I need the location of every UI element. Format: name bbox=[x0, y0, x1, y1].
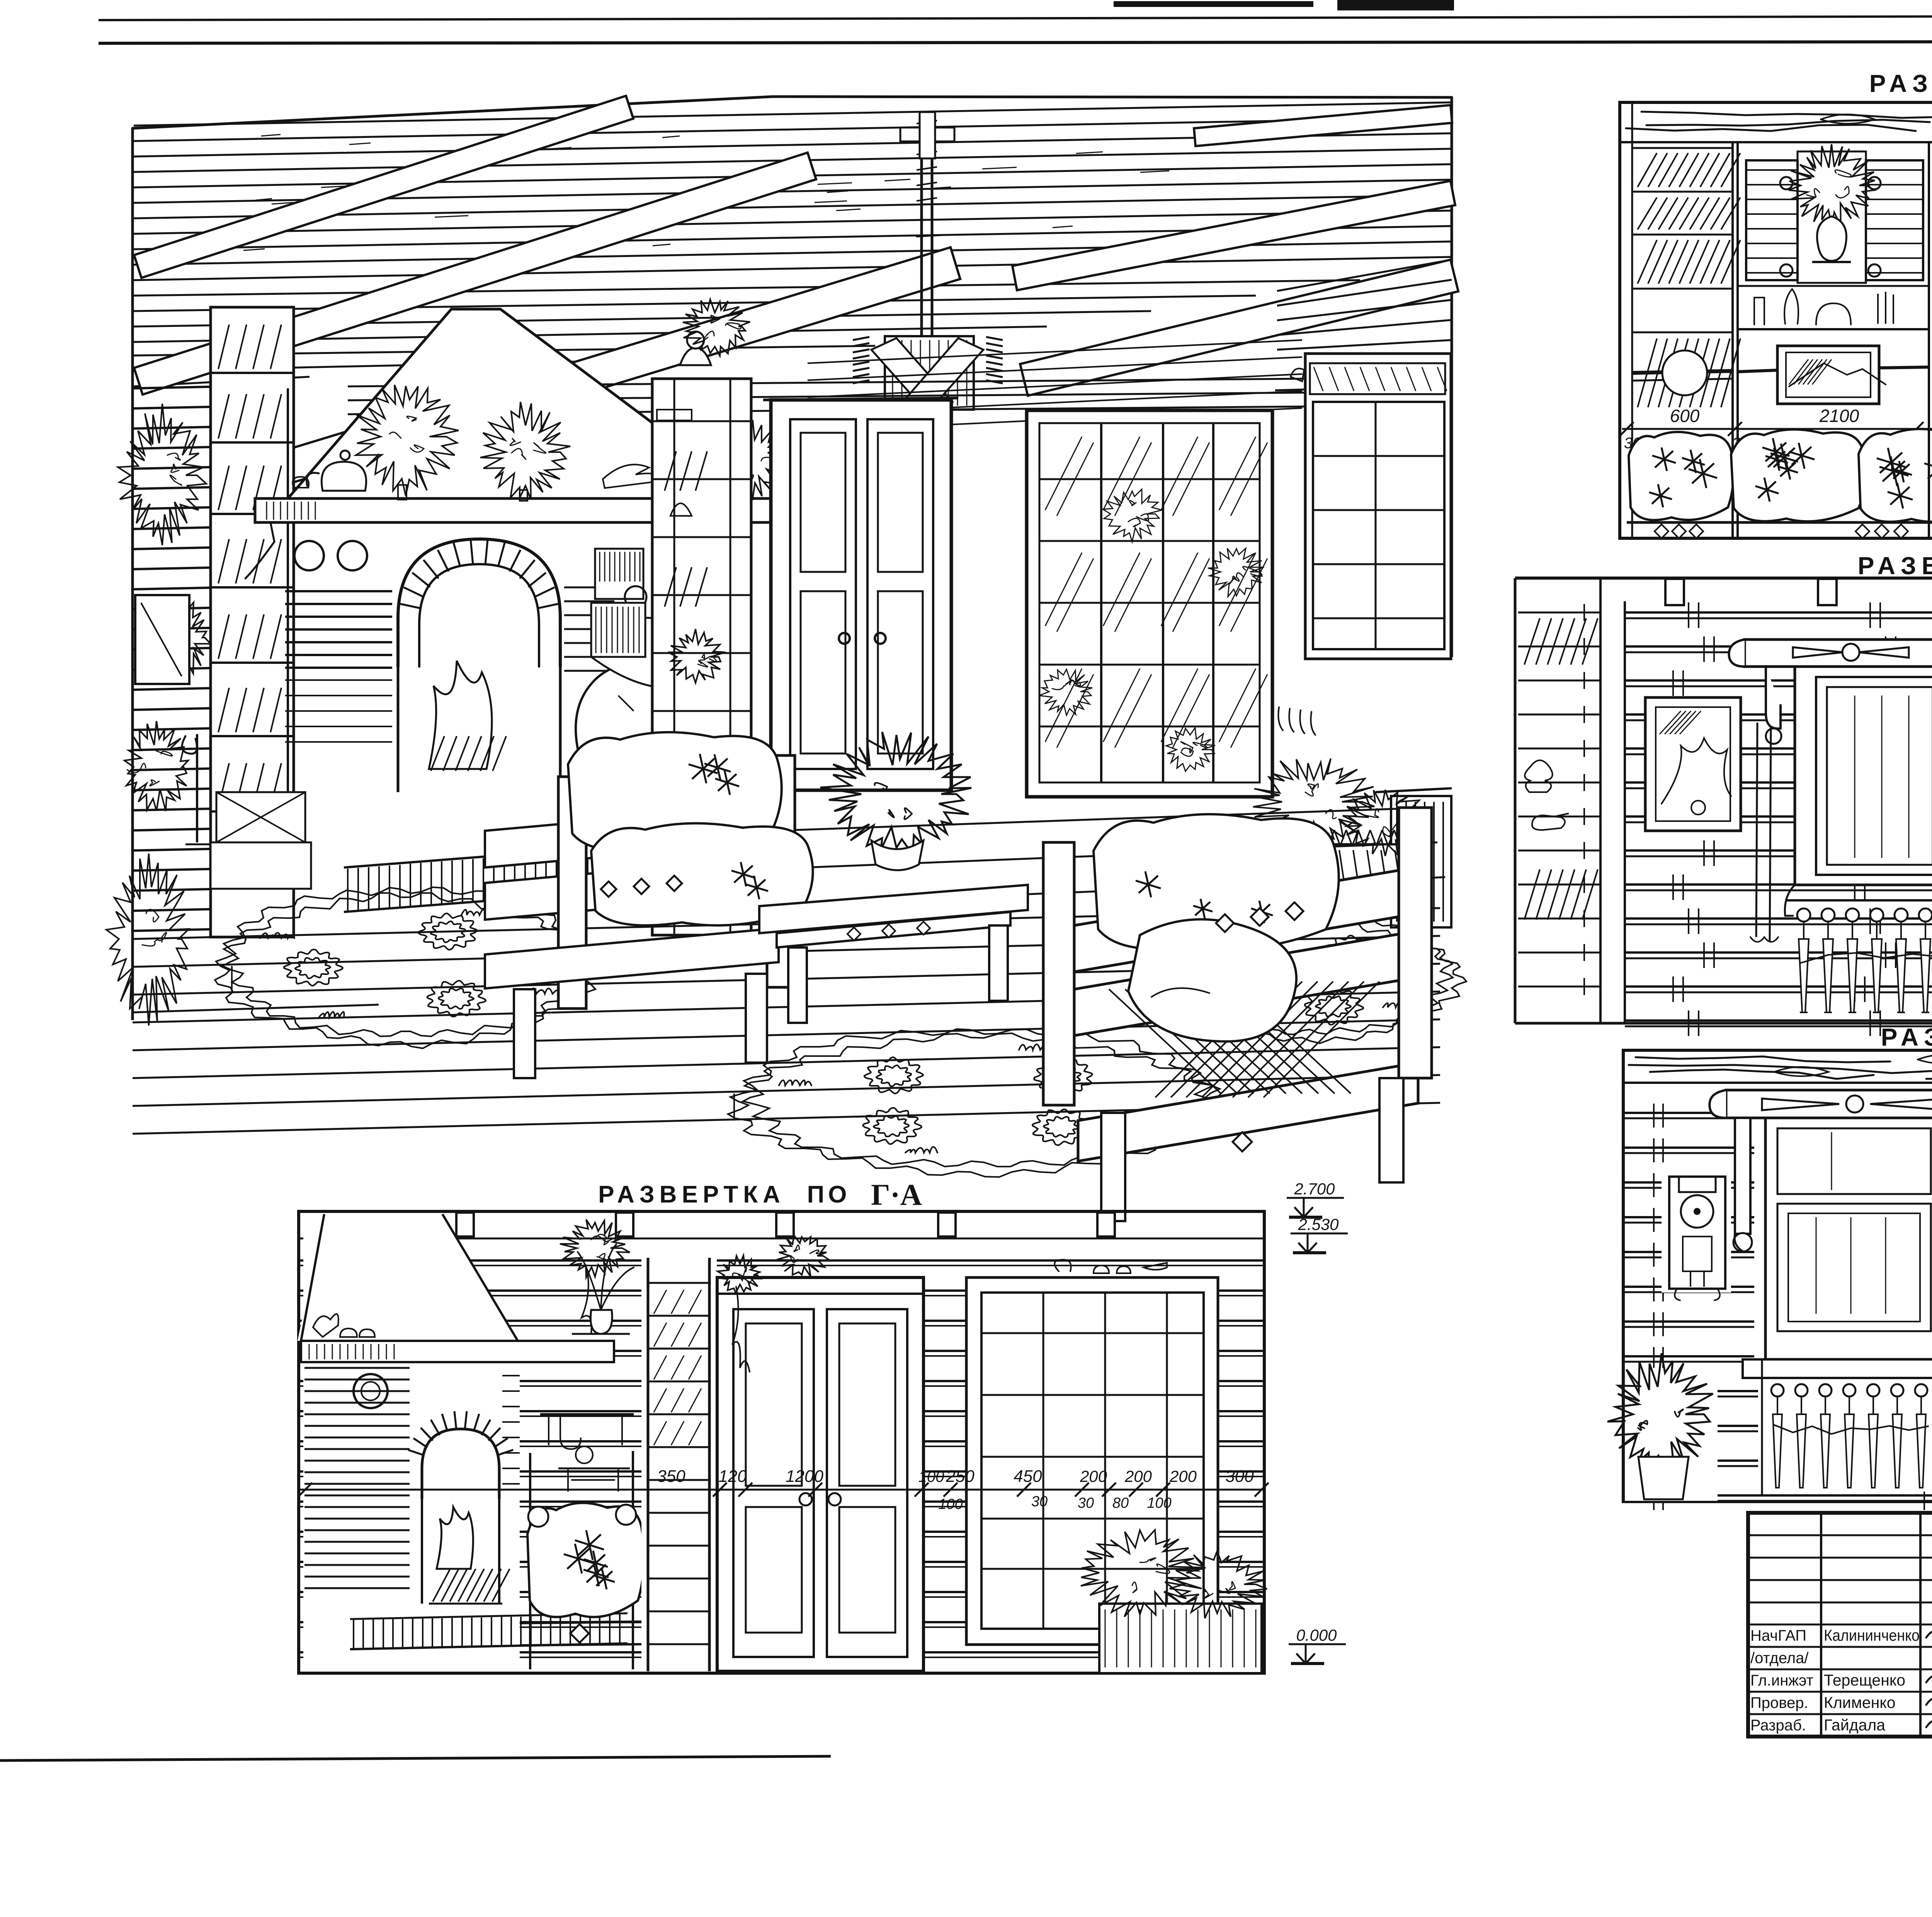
svg-text:2.700: 2.700 bbox=[1294, 1180, 1335, 1198]
svg-text:Терещенко: Терещенко bbox=[1824, 1671, 1905, 1689]
svg-text:НачГАП: НачГАП bbox=[1750, 1627, 1806, 1644]
svg-text:Гл.инжэт: Гл.инжэт bbox=[1750, 1672, 1813, 1689]
svg-text:/отдела/: /отдела/ bbox=[1750, 1650, 1809, 1667]
svg-text:120: 120 bbox=[718, 1467, 747, 1486]
svg-text:100: 100 bbox=[938, 1496, 963, 1512]
svg-text:Г·А: Г·А bbox=[871, 1178, 922, 1211]
svg-text:РАЗВЕРТКА: РАЗВЕРТКА bbox=[1869, 70, 1932, 97]
svg-text:Клименко: Клименко bbox=[1824, 1694, 1896, 1711]
svg-text:РАЗВЕРТКА: РАЗВЕРТКА bbox=[1858, 552, 1932, 580]
svg-text:2.530: 2.530 bbox=[1298, 1215, 1339, 1233]
svg-text:30: 30 bbox=[1078, 1495, 1094, 1511]
svg-text:Разраб.: Разраб. bbox=[1750, 1717, 1806, 1734]
svg-text:200: 200 bbox=[1124, 1467, 1152, 1485]
svg-text:ПО: ПО bbox=[807, 1181, 851, 1208]
svg-text:250: 250 bbox=[946, 1467, 975, 1486]
svg-text:30: 30 bbox=[1031, 1493, 1048, 1510]
svg-text:РАЗВЕРТКА: РАЗВЕРТКА bbox=[598, 1181, 785, 1208]
svg-text:100: 100 bbox=[918, 1468, 944, 1485]
svg-text:Гайдала: Гайдала bbox=[1824, 1716, 1885, 1734]
svg-text:0.000: 0.000 bbox=[1296, 1626, 1337, 1644]
svg-text:200: 200 bbox=[1080, 1467, 1107, 1485]
svg-text:1200: 1200 bbox=[786, 1467, 823, 1486]
svg-text:450: 450 bbox=[1014, 1467, 1042, 1486]
svg-text:2100: 2100 bbox=[1819, 406, 1859, 426]
svg-text:350: 350 bbox=[657, 1467, 685, 1486]
svg-text:200: 200 bbox=[1169, 1467, 1197, 1485]
svg-text:Провер.: Провер. bbox=[1750, 1694, 1808, 1711]
svg-text:100: 100 bbox=[1147, 1495, 1171, 1511]
svg-text:300: 300 bbox=[1225, 1467, 1254, 1486]
svg-text:80: 80 bbox=[1112, 1495, 1129, 1511]
svg-text:РАЗВЕРТКА: РАЗВЕРТКА bbox=[1881, 1023, 1932, 1051]
svg-text:Калининченко: Калининченко bbox=[1824, 1627, 1920, 1645]
svg-text:600: 600 bbox=[1670, 406, 1700, 426]
